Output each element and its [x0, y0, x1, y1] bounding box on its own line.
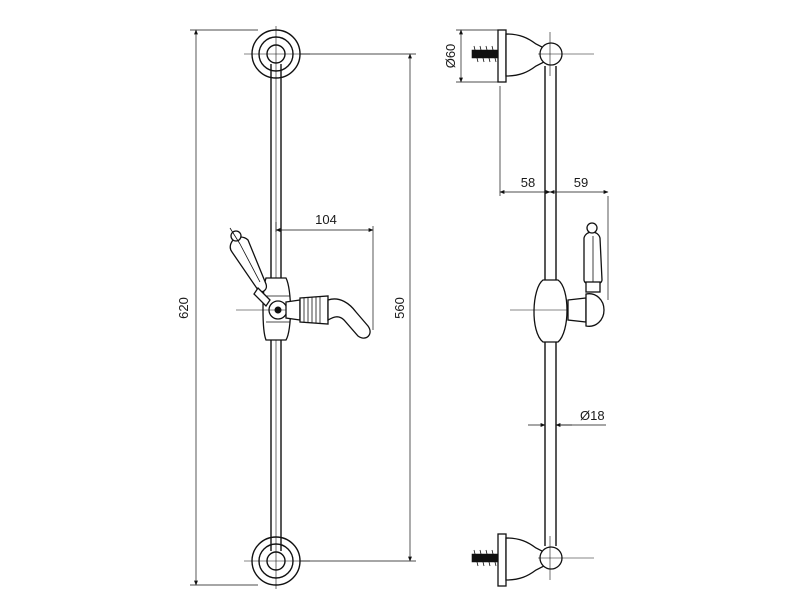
dim-diam-18: Ø18 [528, 408, 606, 427]
dim-label-diam-60: Ø60 [443, 44, 458, 69]
lever-front [229, 227, 271, 308]
dim-560: 560 [300, 53, 416, 562]
lever-side [583, 222, 603, 293]
dim-620: 620 [176, 29, 258, 586]
dim-label-620: 620 [176, 297, 191, 319]
dim-label-58: 58 [521, 175, 535, 190]
dim-58-59: 58 59 [499, 86, 609, 300]
front-view: 620 560 104 [176, 26, 416, 589]
rail-side [544, 66, 557, 546]
dim-diam-60: Ø60 [443, 29, 500, 83]
top-bracket-side [471, 29, 594, 83]
dim-104: 104 [275, 212, 374, 330]
bottom-bracket-side [471, 533, 594, 587]
dim-label-diam-18: Ø18 [580, 408, 605, 423]
holder-arm-front [285, 295, 371, 339]
slider-side [510, 279, 605, 343]
dim-label-104: 104 [315, 212, 337, 227]
dim-label-59: 59 [574, 175, 588, 190]
side-view: Ø60 58 59 Ø18 [443, 29, 609, 587]
dim-label-560: 560 [392, 297, 407, 319]
